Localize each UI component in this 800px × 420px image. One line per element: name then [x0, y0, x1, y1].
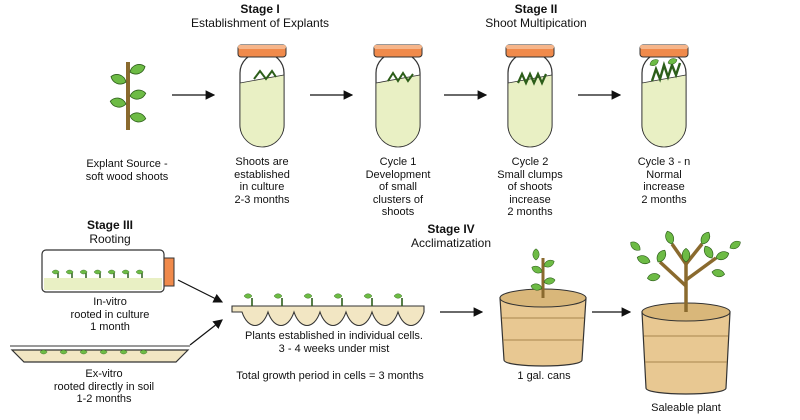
- stage4-subtitle: Acclimatization: [410, 236, 492, 250]
- stage3-title: Stage III: [86, 218, 133, 232]
- label-growth-period: Total growth period in cells = 3 months: [236, 370, 424, 382]
- label-saleable: Saleable plant: [651, 402, 721, 414]
- tube-cycle3: [639, 44, 689, 148]
- label-ex-vitro: Ex-vitro rooted directly in soil 1-2 mon…: [53, 368, 155, 405]
- label-cycle2: Cycle 2 Small clumps of shoots increase …: [497, 156, 563, 218]
- stage2-title: Stage II: [514, 2, 558, 16]
- tube-cycle2: [505, 44, 555, 148]
- saleable-plant: [628, 229, 743, 395]
- label-cycle3: Cycle 3 - n Normal increase 2 months: [637, 156, 691, 206]
- label-in-vitro: In-vitro rooted in culture 1 month: [70, 296, 150, 333]
- arrows-rooting: [177, 279, 224, 346]
- stage2-subtitle: Shoot Multipication: [485, 16, 587, 30]
- tube-stage1: [237, 44, 287, 148]
- stage1-subtitle: Establishment of Explants: [190, 16, 330, 30]
- label-cycle1: Cycle 1 Development of small clusters of…: [365, 156, 431, 218]
- stage4-title: Stage IV: [427, 222, 475, 236]
- gallon-can: [499, 248, 587, 367]
- cell-tray: [231, 293, 425, 327]
- label-explant-source: Explant Source - soft wood shoots: [85, 158, 169, 183]
- in-vitro-container: [41, 249, 175, 293]
- ex-vitro-tray: [10, 345, 190, 363]
- label-shoots-established: Shoots are established in culture 2-3 mo…: [234, 156, 290, 206]
- stage1-title: Stage I: [240, 2, 280, 16]
- tube-cycle1: [373, 44, 423, 148]
- label-cells: Plants established in individual cells. …: [245, 330, 423, 355]
- label-cans: 1 gal. cans: [517, 370, 571, 382]
- explant-shoot-icon: [109, 61, 147, 130]
- stage3-subtitle: Rooting: [89, 232, 131, 246]
